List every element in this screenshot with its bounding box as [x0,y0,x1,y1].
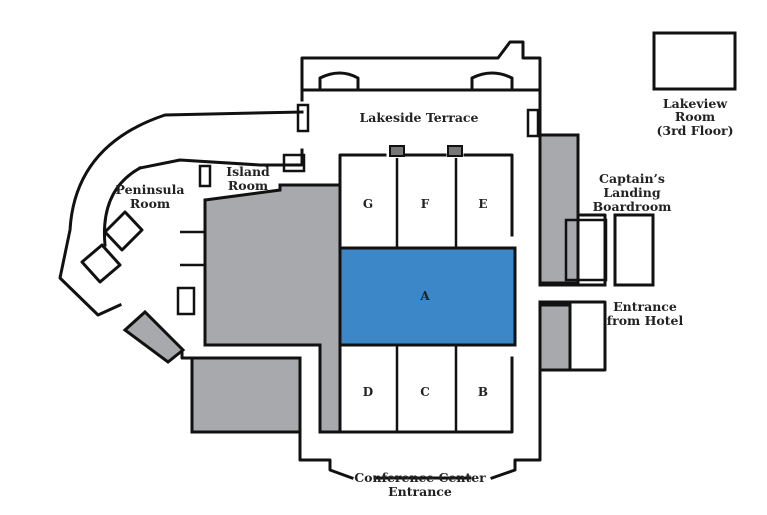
lakeside-terrace-label: Lakeside Terrace [360,110,479,125]
room-c-label: C [420,385,430,399]
peninsula-fixture [176,286,196,316]
captains-landing-boardroom[interactable] [613,213,655,287]
peninsula-room-label-line1: Peninsula [116,182,185,197]
peninsula-room-label-line2: Room [130,196,170,211]
service-areas [122,133,580,434]
room-f-label: F [421,197,430,211]
room-e-label: E [478,197,487,211]
lakeview-room-label-line3: (3rd Floor) [656,123,733,138]
captains-label-line1: Captain’s [599,171,665,186]
entrance-hotel-label-line1: Entrance [613,299,677,314]
lakeview-room-label-line1: Lakeview [663,96,728,111]
captains-label-line3: Boardroom [593,199,672,214]
lakeview-room[interactable] [652,31,737,91]
island-door-fixture [282,153,306,173]
room-a-label: A [419,289,430,303]
island-room-label-line1: Island [226,164,270,179]
island-room-label-line2: Room [228,178,268,193]
peninsula-alcove [103,210,144,252]
conference-entrance-label-line1: Conference Center [354,470,486,485]
terrace-fixture-left [296,103,310,133]
ballroom [338,145,514,434]
terrace-fixture-right [526,108,540,138]
conference-entrance-label-line2: Entrance [388,484,452,499]
lakeview-room-label-line2: Room [675,109,715,124]
room-d-label: D [363,385,373,399]
room-g-label: G [363,197,373,211]
entrance-hotel-label-line2: from Hotel [607,313,684,328]
room-a-highlight[interactable] [338,246,517,347]
room-b-label: B [478,385,488,399]
captains-landing-anteroom [564,218,608,282]
peninsula-stair [80,243,122,284]
island-fixture [198,164,212,188]
captains-label-line2: Landing [603,185,661,200]
